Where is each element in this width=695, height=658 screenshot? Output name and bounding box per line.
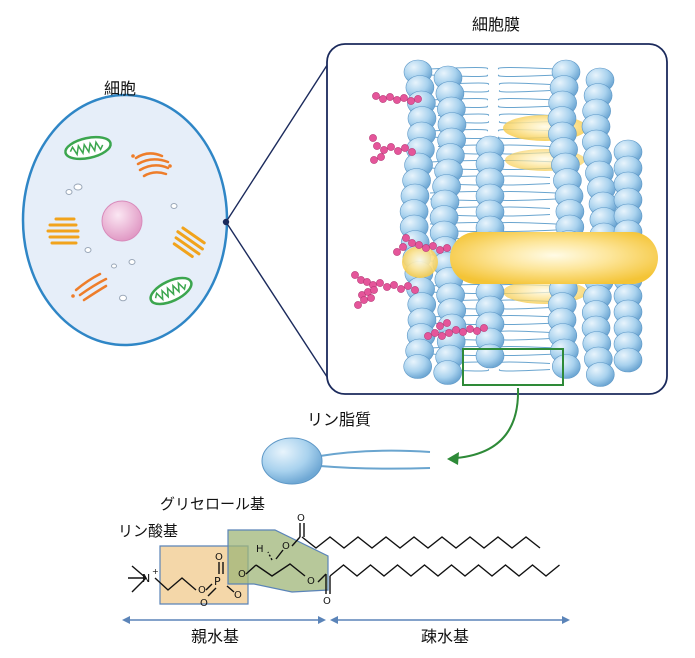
- atom-H: H: [256, 544, 264, 555]
- atom-O-3: O: [200, 598, 208, 609]
- atom-O-6: O: [282, 541, 290, 552]
- membrane-panel: [326, 43, 668, 395]
- hydrocarbon-chain: [329, 564, 560, 577]
- er-right: [172, 226, 206, 259]
- atom-O-1: O: [198, 585, 206, 596]
- atom-P: P: [214, 575, 221, 588]
- phosphate-group-label: リン酸基: [118, 522, 179, 540]
- zoom-connector: [222, 55, 334, 387]
- atom-O-8: O: [307, 576, 315, 587]
- glycerol-highlight: [227, 529, 329, 593]
- cell-label: 細胞: [104, 79, 137, 98]
- phospholipid-molecule: [261, 437, 431, 485]
- glycerol-group-label: グリセロール基: [160, 495, 266, 513]
- pointer-arrow: [447, 387, 520, 465]
- glycans: [351, 92, 488, 340]
- cell: [21, 93, 229, 347]
- atom-N: N: [142, 572, 150, 585]
- protein-large: [450, 232, 658, 284]
- hydrocarbon-chain: [301, 536, 541, 549]
- chemical-structure: N + O P O O O O H O O O O: [128, 513, 560, 609]
- hydrophobic-group-label: 疎水基: [421, 627, 470, 646]
- mitochondrion-bottom: [149, 276, 193, 306]
- atom-O-5: O: [238, 569, 246, 580]
- golgi-bottom: [71, 272, 108, 302]
- phosphate-highlight: [159, 545, 249, 605]
- er-left: [46, 217, 80, 245]
- mitochondrion-top: [64, 135, 112, 161]
- protein-large-left-lobe: [402, 246, 438, 278]
- atom-O-4: O: [234, 590, 242, 601]
- hydrophilic-group-label: 親水基: [191, 627, 240, 646]
- highlight-box: [462, 348, 564, 386]
- vesicles: [65, 183, 178, 302]
- range-arrows: [122, 616, 570, 624]
- golgi-top: [131, 152, 172, 178]
- phospholipid-label: リン脂質: [307, 410, 372, 429]
- atom-O-2: O: [215, 552, 223, 563]
- atom-N-charge: +: [152, 567, 159, 576]
- nucleus: [101, 200, 143, 242]
- atom-O-9: O: [323, 596, 331, 607]
- atom-O-7: O: [297, 513, 305, 524]
- membrane-label: 細胞膜: [472, 15, 521, 34]
